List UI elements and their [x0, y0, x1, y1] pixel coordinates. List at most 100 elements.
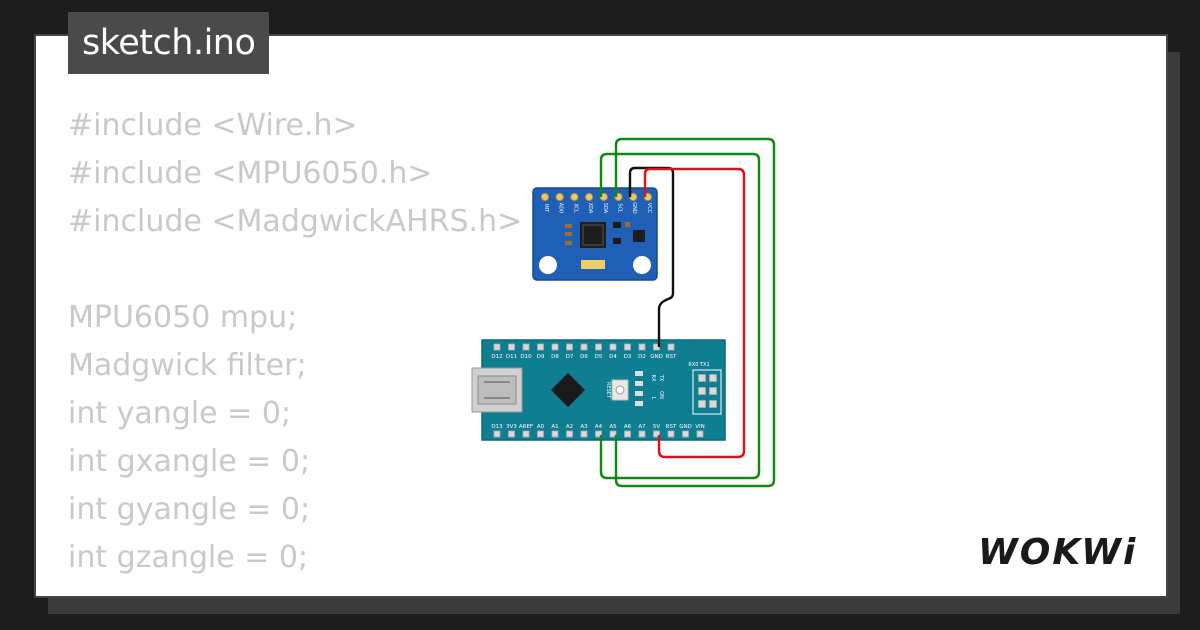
nano-top-pin-label: D10 — [520, 354, 532, 360]
sda-wire[interactable] — [599, 152, 761, 480]
nano-top-pin[interactable] — [580, 343, 588, 351]
nano-top-pin[interactable] — [667, 343, 675, 351]
code-line: #include <MPU6050.h> — [68, 156, 433, 191]
nano-bottom-pin[interactable] — [522, 430, 530, 438]
nano-bottom-pin[interactable] — [667, 430, 675, 438]
wires — [599, 137, 776, 488]
nano-bottom-pin[interactable] — [696, 430, 704, 438]
nano-bottom-pin-label: A3 — [580, 424, 588, 430]
mpu6050-resistor — [565, 224, 572, 228]
mpu6050-hole — [633, 256, 651, 274]
icsp-pin — [698, 387, 706, 395]
mpu6050-pin-label: SDA — [602, 203, 608, 214]
wokwi-logo: WOKWi — [978, 532, 1137, 573]
mpu6050-pin[interactable] — [570, 192, 579, 202]
nano-top-pin[interactable] — [537, 343, 544, 351]
nano-bottom-pin[interactable] — [551, 430, 559, 438]
mpu6050-chip-outline — [582, 224, 604, 246]
serial-header-label: RX0 TX1 — [688, 362, 709, 368]
mpu6050-resistor — [625, 222, 630, 227]
code-line: int gxangle = 0; — [68, 444, 311, 479]
file-tab[interactable]: sketch.ino — [68, 12, 270, 74]
mpu6050-regulator — [633, 230, 645, 242]
code-line: Madgwick filter; — [68, 348, 307, 383]
nano-bottom-pin[interactable] — [537, 430, 544, 438]
usb-connector-inner — [477, 375, 517, 405]
nano-bottom-pin[interactable] — [580, 430, 588, 438]
nano-bottom-pin[interactable] — [609, 430, 617, 438]
nano-top-pin[interactable] — [493, 343, 501, 351]
nano-top-pin-label: RST — [666, 354, 677, 360]
nano-top-pin[interactable] — [508, 343, 515, 351]
nano-bottom-pin-label: 5V — [653, 424, 660, 430]
nano-bottom-pin[interactable] — [624, 430, 631, 438]
l-led — [635, 401, 643, 406]
nano-bottom-pin-label: RST — [666, 424, 677, 430]
nano-top-pin[interactable] — [609, 343, 617, 351]
nano-top-pin[interactable] — [522, 343, 530, 351]
nano-bottom-pin-label: 3V3 — [506, 424, 517, 430]
nano-top-pin-label: D12 — [491, 354, 502, 360]
nano-top-pin-label: D3 — [624, 354, 632, 360]
nano-bottom-pin-label: VIN — [695, 424, 705, 430]
vcc-wire[interactable] — [643, 167, 746, 459]
nano-top-pin[interactable] — [624, 343, 631, 351]
tx-led — [635, 371, 643, 376]
nano-mcu-chip — [551, 373, 585, 407]
mpu6050-chip — [580, 222, 606, 248]
icsp-header-outline — [692, 369, 722, 415]
led-label: ON — [658, 391, 664, 399]
mpu6050-hole — [539, 256, 557, 274]
nano-top-pin-label: D9 — [537, 354, 545, 360]
nano-bottom-pin[interactable] — [638, 430, 646, 438]
mpu6050-pin[interactable] — [585, 192, 594, 202]
nano-top-pin-label: D5 — [595, 354, 603, 360]
rx-led — [635, 381, 643, 386]
nano-bottom-pin-label: A6 — [624, 424, 632, 430]
nano-top-pin[interactable] — [551, 343, 559, 351]
preview-card — [34, 34, 1168, 598]
code-preview: #include <Wire.h> #include <MPU6050.h> #… — [68, 102, 522, 582]
mpu6050-component — [613, 238, 621, 244]
mpu6050-pin-label: VCC — [646, 203, 652, 214]
gnd-wire[interactable] — [628, 166, 675, 347]
nano-bottom-pin[interactable] — [508, 430, 515, 438]
mpu6050-pin[interactable] — [540, 192, 550, 202]
nano-bottom-pin-label: A5 — [609, 424, 617, 430]
mpu6050-crystal — [581, 260, 605, 269]
mpu6050-pin-label: INT — [543, 204, 549, 213]
file-tab-label: sketch.ino — [82, 23, 256, 63]
mpu6050-pin-label: AD0 — [558, 203, 564, 213]
nano-bottom-pin[interactable] — [653, 430, 660, 438]
nano-top-pin[interactable] — [566, 343, 573, 351]
nano-bottom-pin-label: A1 — [551, 424, 558, 430]
mpu6050-pin[interactable] — [555, 192, 564, 202]
nano-top-pin[interactable] — [595, 343, 602, 351]
icsp-pin — [698, 400, 706, 408]
reset-label: RESET — [605, 382, 611, 399]
led-label: TX — [658, 374, 664, 382]
nano-bottom-pin[interactable] — [493, 430, 501, 438]
nano-bottom-pin[interactable] — [595, 430, 602, 438]
nano-bottom-pin-label: A0 — [537, 424, 545, 430]
nano-top-pin-label: D11 — [506, 354, 517, 360]
reset-button-cap[interactable] — [615, 385, 625, 395]
nano-top-pin[interactable] — [638, 343, 646, 351]
nano-bottom-pin[interactable] — [566, 430, 573, 438]
wokwi-logo-text: WOKWi — [978, 532, 1137, 573]
nano-bottom-pin[interactable] — [682, 430, 689, 438]
code-line: #include <Wire.h> — [68, 108, 358, 143]
code-line: int yangle = 0; — [68, 396, 292, 431]
power-led — [635, 391, 643, 396]
nano-top-pin-label: D7 — [566, 354, 574, 360]
icsp-pin — [709, 387, 717, 395]
mpu6050-pin-label: SCL — [617, 203, 623, 213]
scl-wire[interactable] — [614, 137, 776, 488]
nano-top-pin-label: D6 — [580, 354, 588, 360]
icsp-pin — [709, 374, 717, 382]
mpu6050-pin-label: XCL — [572, 203, 578, 213]
code-line: MPU6050 mpu; — [68, 300, 298, 335]
